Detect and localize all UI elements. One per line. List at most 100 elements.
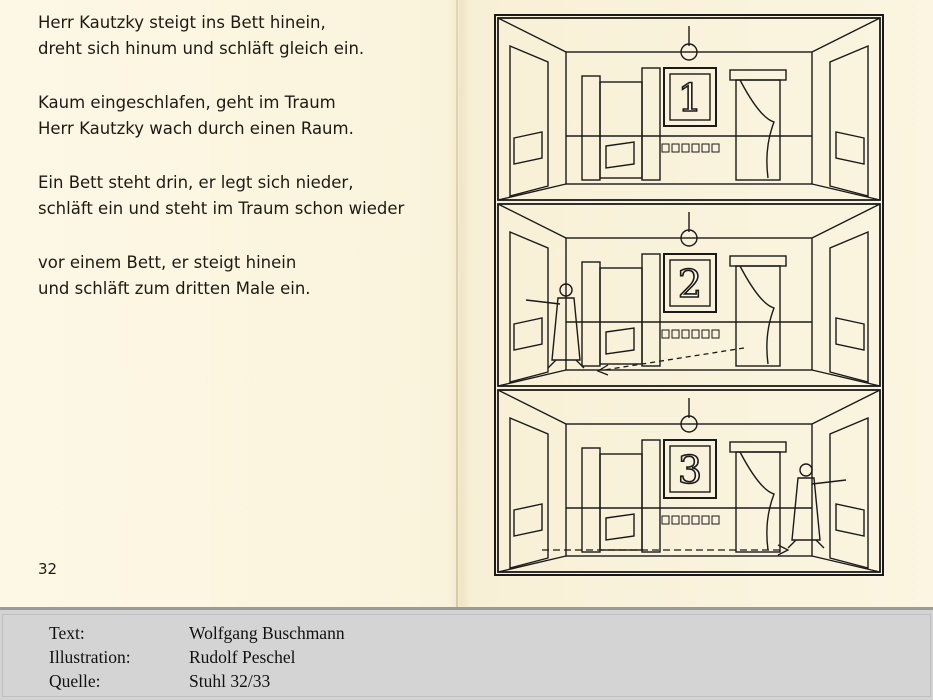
picture-inner [669,259,711,307]
credit-value: Stuhl 32/33 [189,671,271,691]
ceiling-edge [811,389,881,425]
arrowhead-panel-3 [777,544,790,556]
wainscot-panel [711,329,720,339]
credit-label: Text: [49,623,85,643]
wainscot-panel [711,143,720,153]
wainscot-panel [701,515,710,525]
floor-edge [497,369,567,387]
sleepwalker-panel-2 [525,283,585,369]
poem-line: Kaum eingeschlafen, geht im Traum [38,93,336,112]
curtain [739,265,775,365]
left-doorway [509,230,549,383]
ceiling-edge [497,203,567,239]
poem-line: vor einem Bett, er steigt hinein [38,253,297,272]
bed-right [835,503,865,537]
arrowhead-panel-2 [596,364,609,376]
poem-line: dreht sich hinum und schläft gleich ein. [38,39,365,58]
back-wall [565,51,813,185]
door-leaf-left [581,261,601,367]
curtain-valance [729,69,787,81]
left-doorway [509,416,549,569]
stanza-2: Kaum eingeschlafen, geht im Traum Herr K… [38,90,448,142]
credits-box: Text: Wolfgang Buschmann Illustration: R… [2,614,931,697]
bed-left [513,131,543,165]
figure-gown [791,477,821,541]
window [735,451,781,553]
picture-frame [663,253,717,313]
credit-value: Wolfgang Buschmann [189,623,345,643]
figure-feet [787,539,825,549]
credit-value: Rudolf Peschel [189,647,296,667]
page-number: 32 [38,560,58,578]
figure-head [799,463,813,477]
curtain-valance [729,255,787,267]
right-doorway [829,230,869,383]
figure-arms [525,299,561,305]
window [735,265,781,367]
picture-inner [669,445,711,493]
left-doorway [509,44,549,197]
floor-edge [811,555,881,573]
floor-edge [811,183,881,201]
ceiling-edge [497,17,567,53]
back-wall [565,423,813,557]
back-wall [565,237,813,371]
wainscot-panel [661,143,670,153]
wainscot-panel [671,515,680,525]
poem-text: Herr Kautzky steigt ins Bett hinein, dre… [38,10,448,330]
curtain [739,451,775,551]
curtain-valance [729,441,787,453]
curtain [739,79,775,179]
room-panel-3: 3 [497,389,881,573]
ceiling-edge [811,17,881,53]
wainscot-panel [661,515,670,525]
poem-line: Herr Kautzky wach durch einen Raum. [38,119,354,138]
door-leaf-right [641,253,661,367]
credits-panel: Text: Wolfgang Buschmann Illustration: R… [0,607,933,700]
door-leaf-right [641,439,661,553]
wainscot-panel [701,143,710,153]
picture-frame [663,439,717,499]
right-doorway [829,44,869,197]
book-gutter [456,0,458,607]
bed-through-door [605,327,635,355]
door-opening [599,81,643,179]
door-opening [599,267,643,365]
wainscot-panel [711,515,720,525]
ceiling-lamp [680,229,698,247]
bed-left [513,503,543,537]
figure-arms [811,479,847,485]
bed-left [513,317,543,351]
panel-number: 3 [678,448,702,492]
bed-through-door [605,513,635,541]
book-spread: Herr Kautzky steigt ins Bett hinein, dre… [0,0,933,607]
figure-gown [551,297,581,361]
credit-label: Illustration: [49,647,131,667]
door-leaf-right [641,67,661,181]
poem-line: Ein Bett steht drin, er legt sich nieder… [38,173,354,192]
illustration: 1 2 3 [494,14,884,576]
stanza-4: vor einem Bett, er steigt hinein und sch… [38,250,448,302]
right-doorway [829,416,869,569]
panel-border [497,203,881,387]
panel-number: 1 [678,76,702,120]
ceiling-edge [811,203,881,239]
wainscot-panel [661,329,670,339]
poem-line: und schläft zum dritten Male ein. [38,279,311,298]
wainscot-panel [681,329,690,339]
room-panel-1: 1 [497,17,881,201]
sleepwalker-panel-3 [787,463,847,549]
poem-line: schläft ein und steht im Traum schon wie… [38,199,405,218]
bed-through-door [605,141,635,169]
walk-path-panel-2 [603,347,745,371]
stanza-3: Ein Bett steht drin, er legt sich nieder… [38,170,448,222]
wainscot-panel [691,329,700,339]
illustration-frame [494,14,884,576]
stanza-1: Herr Kautzky steigt ins Bett hinein, dre… [38,10,448,62]
picture-frame [663,67,717,127]
ceiling-edge [497,389,567,425]
figure-head [559,283,573,297]
ceiling-lamp [680,415,698,433]
panel-number: 2 [678,262,702,306]
wainscot-panel [701,329,710,339]
